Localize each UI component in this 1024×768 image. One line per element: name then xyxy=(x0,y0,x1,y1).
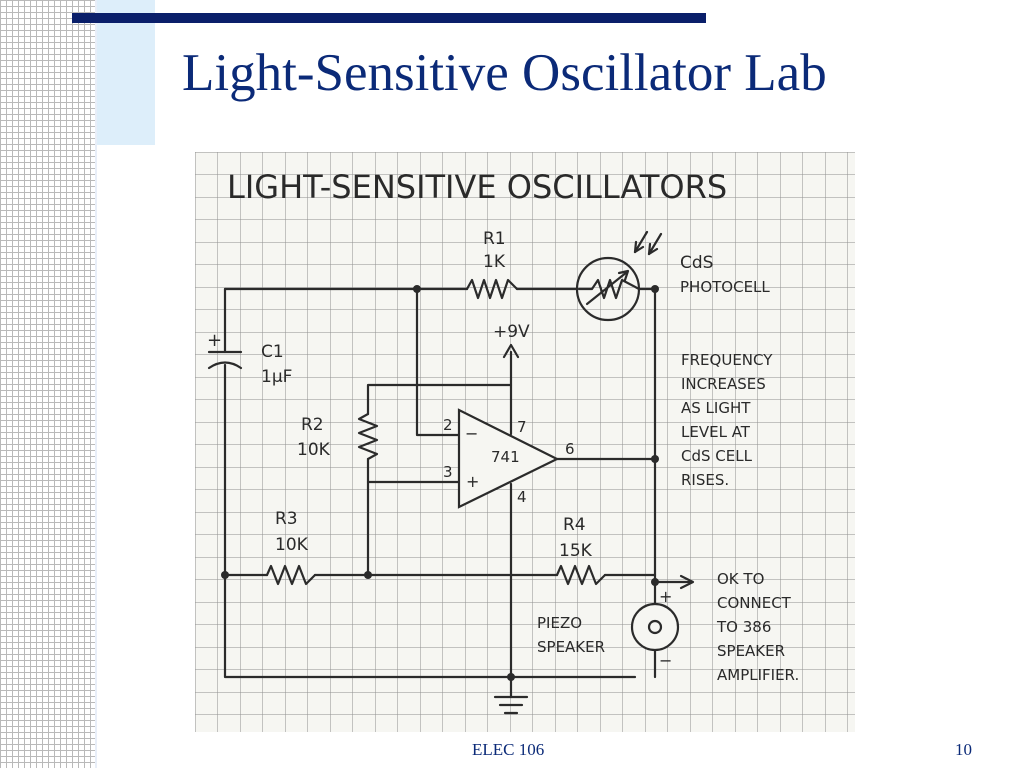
r1-resistor xyxy=(465,278,519,300)
frequency-note: FREQUENCY INCREASES AS LIGHT LEVEL AT Cd… xyxy=(681,351,773,489)
r4-name: R4 xyxy=(563,515,586,535)
opamp-pin-2: 2 xyxy=(443,416,453,434)
output-note: OK TO CONNECT TO 386 SPEAKER AMPLIFIER. xyxy=(716,570,799,684)
schematic-sketch: LIGHT-SENSITIVE OSCILLATORS R1 1K CdS PH… xyxy=(195,152,855,732)
opamp-pin-3: 3 xyxy=(443,463,453,481)
supply-label: +9V xyxy=(493,322,530,342)
output-note-line: TO 386 xyxy=(716,618,771,636)
opamp-inverting-sign: − xyxy=(465,424,478,443)
r2-name: R2 xyxy=(301,415,324,435)
c1-bottom-plate xyxy=(207,361,243,370)
slide-title: Light-Sensitive Oscillator Lab xyxy=(182,44,827,102)
note-line: CdS CELL xyxy=(681,447,753,465)
c1-polarity: + xyxy=(207,330,222,351)
r4-value: 15K xyxy=(559,541,593,561)
schematic-svg: LIGHT-SENSITIVE OSCILLATORS R1 1K CdS PH… xyxy=(195,152,855,732)
left-grid-strip xyxy=(0,0,95,768)
note-line: RISES. xyxy=(681,471,729,489)
circuit-wires xyxy=(207,230,695,715)
opamp-pin-6: 6 xyxy=(565,440,575,458)
photocell-label-2: PHOTOCELL xyxy=(680,278,770,296)
opamp-triangle xyxy=(457,408,560,509)
junction-dots xyxy=(221,285,659,681)
opamp-part: 741 xyxy=(491,448,520,466)
c1-value: 1µF xyxy=(261,367,292,387)
r3-resistor xyxy=(265,564,317,586)
title-accent-bar xyxy=(72,13,706,23)
cds-photocell-symbol xyxy=(575,256,641,322)
photocell-label-1: CdS xyxy=(680,253,713,273)
piezo-speaker-center xyxy=(647,619,663,635)
speaker-plus: + xyxy=(659,587,672,606)
r2-value: 10K xyxy=(297,440,331,460)
footer-page-number: 10 xyxy=(955,740,972,759)
speaker-label-2: SPEAKER xyxy=(537,638,605,656)
diagram-heading: LIGHT-SENSITIVE OSCILLATORS xyxy=(227,168,727,206)
r3-value: 10K xyxy=(275,535,309,555)
r4-resistor xyxy=(555,564,607,586)
note-line: AS LIGHT xyxy=(681,399,751,417)
note-line: FREQUENCY xyxy=(681,351,773,369)
footer-course: ELEC 106 xyxy=(472,740,545,759)
opamp-noninverting-sign: + xyxy=(466,472,479,491)
left-strip-edge xyxy=(95,0,97,768)
output-note-line: SPEAKER xyxy=(717,642,785,660)
output-note-line: OK TO xyxy=(717,570,764,588)
opamp-pin-7: 7 xyxy=(517,418,527,436)
title-accent-block xyxy=(97,0,155,145)
output-arrow xyxy=(679,574,695,590)
piezo-speaker-symbol xyxy=(630,602,680,652)
r1-name: R1 xyxy=(483,229,506,249)
supply-arrow xyxy=(502,343,520,359)
note-line: INCREASES xyxy=(681,375,766,393)
speaker-label-1: PIEZO xyxy=(537,614,582,632)
note-line: LEVEL AT xyxy=(681,423,751,441)
r2-resistor xyxy=(357,412,379,461)
r1-value: 1K xyxy=(483,252,506,272)
r3-name: R3 xyxy=(275,509,298,529)
c1-name: C1 xyxy=(261,342,284,362)
speaker-minus: − xyxy=(659,651,672,670)
output-note-line: AMPLIFIER. xyxy=(717,666,799,684)
opamp-pin-4: 4 xyxy=(517,488,527,506)
output-note-line: CONNECT xyxy=(717,594,792,612)
